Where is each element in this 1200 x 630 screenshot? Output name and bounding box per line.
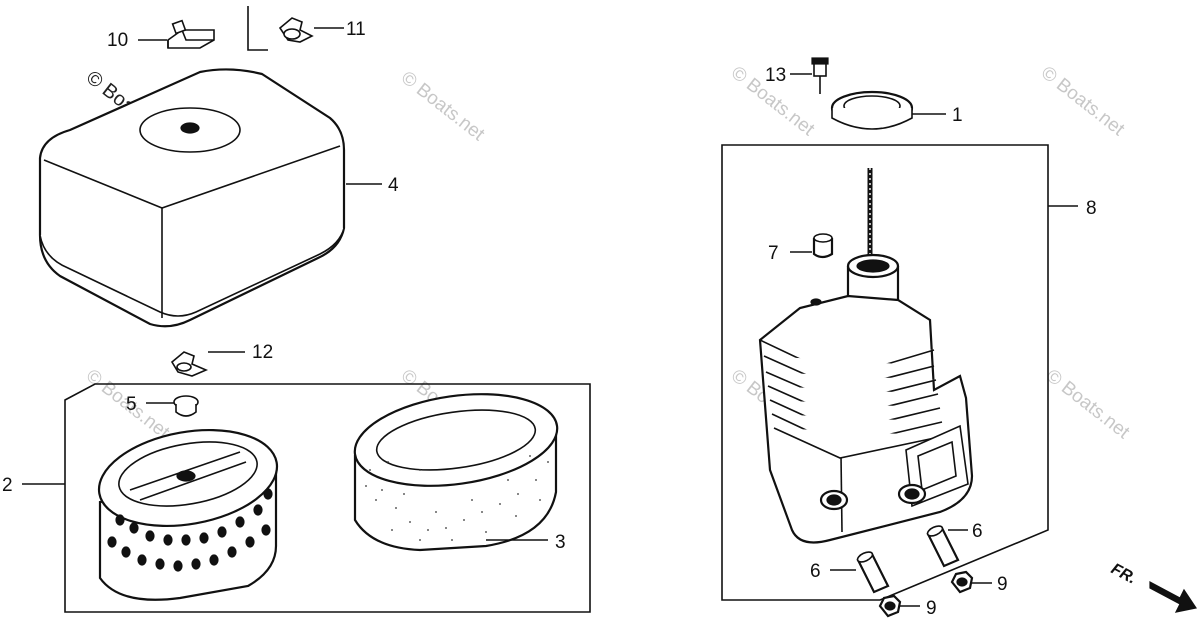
front-direction-indicator: FR.	[1108, 561, 1197, 613]
callout-7: 7	[768, 243, 779, 264]
bracket-line	[247, 6, 268, 51]
callout-3: 3	[555, 532, 566, 553]
foam-texture	[365, 455, 549, 541]
callout-11: 11	[346, 19, 366, 40]
callout-9: 9	[926, 598, 937, 619]
part-4-cover: 4	[38, 68, 399, 328]
callout-12: 12	[252, 342, 273, 363]
part-7-collar: 7	[768, 233, 834, 264]
callout-2: 2	[2, 475, 13, 496]
callout-6: 6	[972, 521, 983, 542]
air-cleaner-case	[758, 168, 974, 544]
part-12-wing-nut: 12	[170, 342, 273, 377]
paper-filter-element	[97, 428, 279, 601]
part-6-pipe-lower: 6	[810, 551, 890, 594]
part-9-cap-right: 9	[950, 570, 1008, 595]
part-2-kit-box: 2	[2, 383, 591, 613]
filter-holes	[107, 488, 273, 572]
part-5-grommet: 5	[126, 394, 199, 417]
part-13-bolt: 13	[765, 57, 829, 94]
part-11-wing-nut: 11	[247, 6, 366, 51]
part-9-cap-lower: 9	[878, 594, 937, 619]
callout-9: 9	[997, 574, 1008, 595]
part-10-clip: 10	[107, 19, 215, 51]
cooling-fins	[763, 355, 945, 459]
part-6-pipe-upper: 6	[926, 521, 983, 568]
callout-10: 10	[107, 30, 128, 51]
arrow-icon	[1149, 581, 1197, 613]
watermark: © Boats.net	[1037, 62, 1129, 140]
part-8-kit-box: 8	[721, 144, 1097, 601]
part-3-foam-element: 3	[353, 393, 566, 553]
watermark: © Boats.net	[397, 67, 489, 145]
watermark: © Boats.net	[1042, 365, 1134, 443]
callout-6: 6	[810, 561, 821, 582]
front-label: FR.	[1108, 561, 1139, 588]
callout-8: 8	[1086, 198, 1097, 219]
callout-5: 5	[126, 394, 137, 415]
part-1-gasket: 1	[830, 90, 963, 130]
callout-1: 1	[952, 105, 963, 126]
callout-13: 13	[765, 65, 786, 86]
callout-4: 4	[388, 175, 399, 196]
